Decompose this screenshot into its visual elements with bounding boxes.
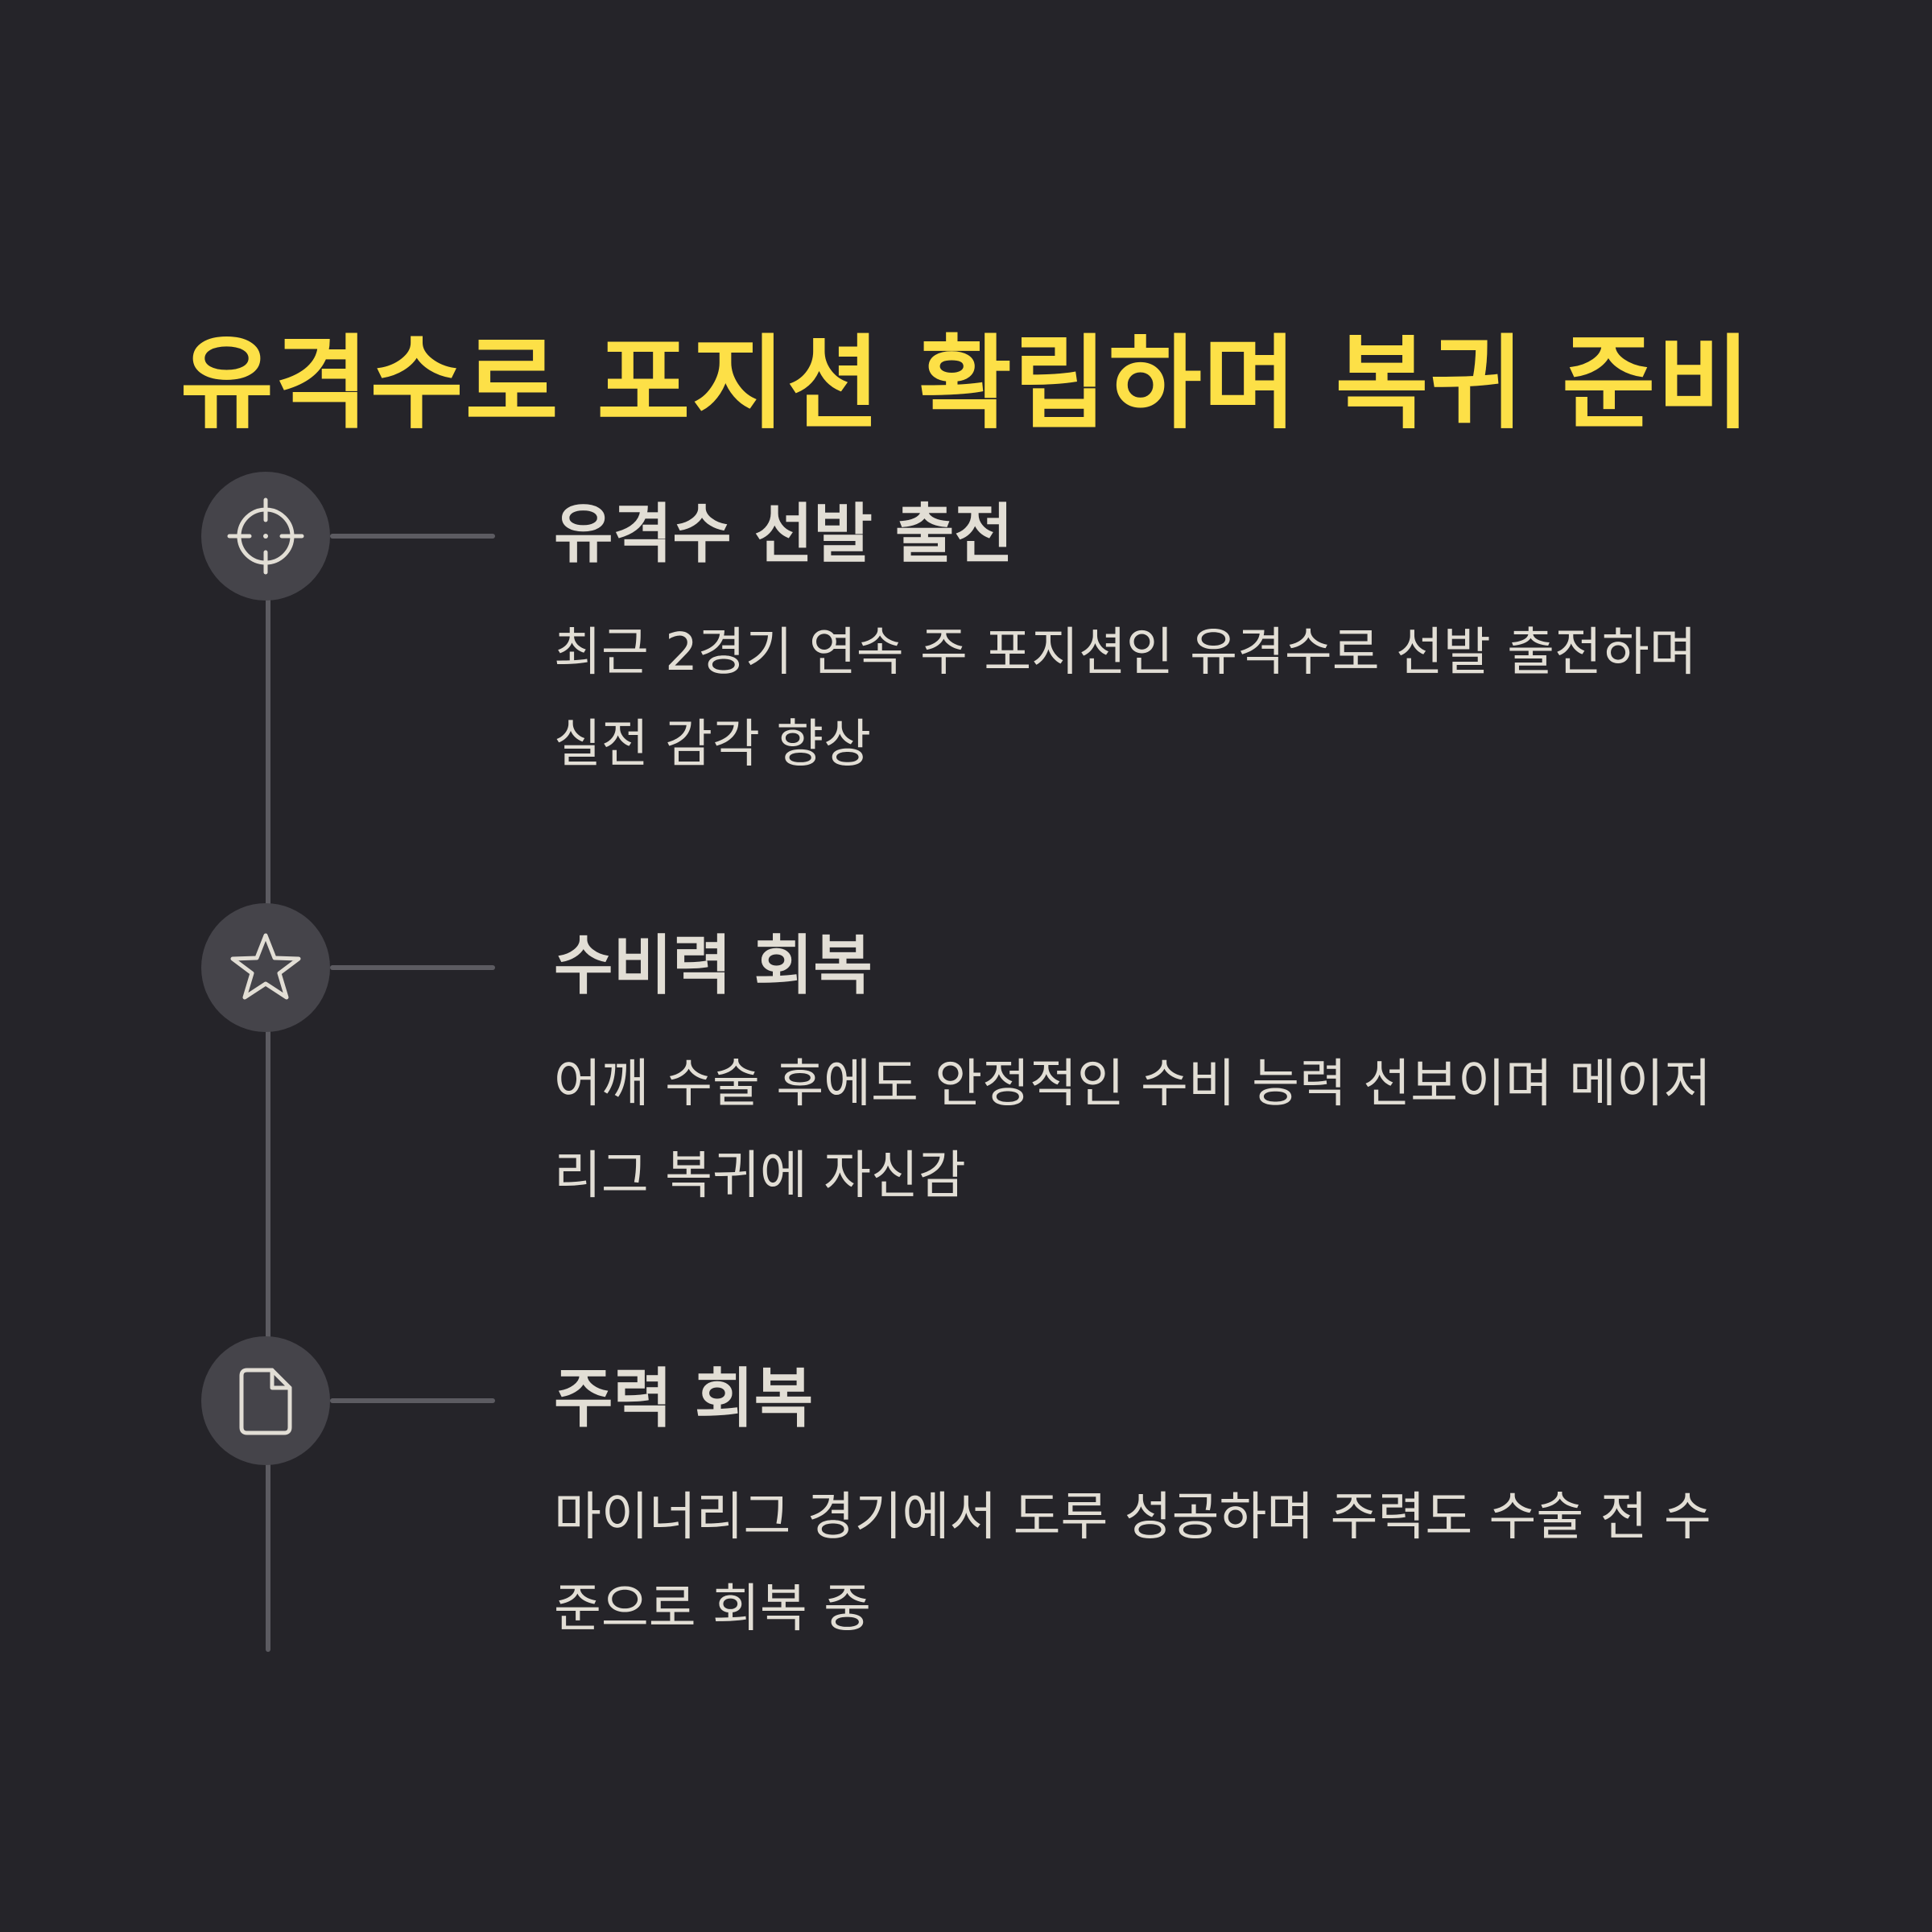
file-icon — [201, 1336, 330, 1465]
item-description: 어깨 수술 후에도 안정적인 수비 능력 선보이며 메이저리그 복귀에 자신감 — [554, 1055, 1711, 1206]
crosshair-icon — [201, 472, 330, 601]
timeline-connector — [330, 1398, 495, 1403]
item-title: 수비력 회복 — [554, 928, 873, 1003]
timeline-line — [266, 588, 270, 1652]
timeline-connector — [330, 965, 495, 970]
item-description: 마이너리그 경기에서 도루 성공하며 주력도 수술 전 수준으로 회복 중 — [554, 1488, 1711, 1639]
page-title: 유격수로 포지션 확립하며 복귀 준비 — [180, 324, 1752, 444]
item-description: 최근 2경기 연속 주 포지션인 유격수로 선발 출전하며 실전 감각 향상 — [554, 623, 1697, 774]
item-title: 유격수 선발 출전 — [554, 497, 1013, 572]
timeline-item-2: 수비력 회복 어깨 수술 후에도 안정적인 수비 능력 선보이며 메이저리그 복… — [0, 903, 1932, 1290]
timeline-connector — [330, 534, 495, 539]
timeline-item-1: 유격수 선발 출전 최근 2경기 연속 주 포지션인 유격수로 선발 출전하며 … — [0, 472, 1932, 858]
item-title: 주력 회복 — [554, 1361, 814, 1436]
star-icon — [201, 903, 330, 1032]
timeline-item-3: 주력 회복 마이너리그 경기에서 도루 성공하며 주력도 수술 전 수준으로 회… — [0, 1336, 1932, 1723]
